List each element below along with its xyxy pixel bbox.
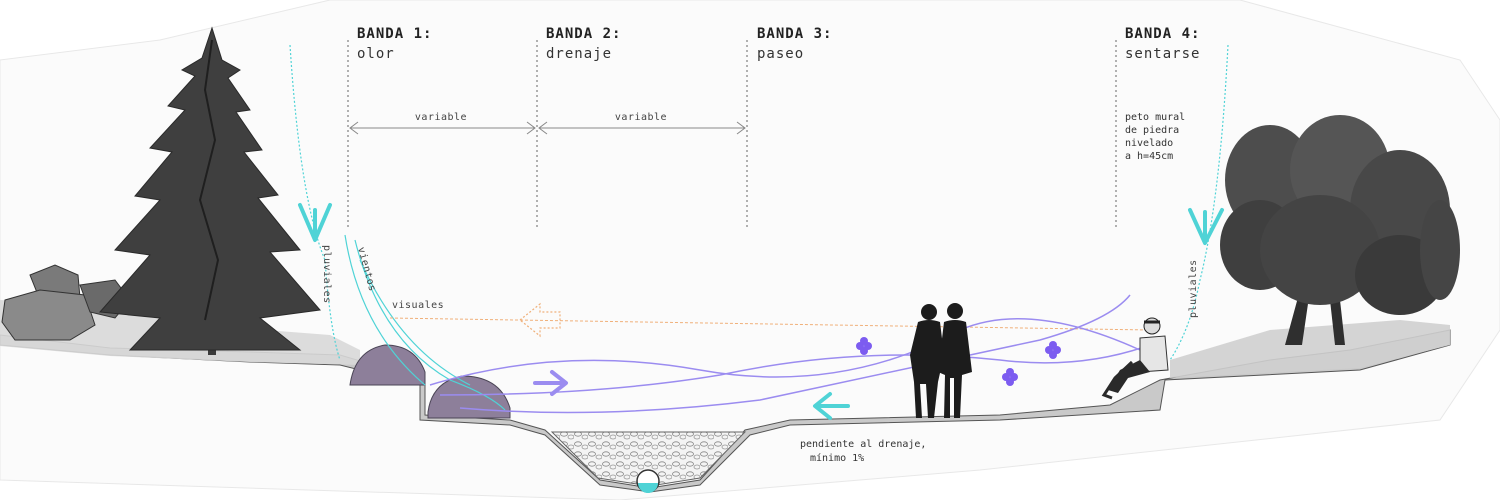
- broadleaf-tree-icon: [1220, 115, 1460, 345]
- wind-lines: [344, 234, 506, 411]
- band-4-heading: BANDA 4: sentarse: [1125, 26, 1200, 62]
- label-pluviales-left: pluviales: [321, 245, 332, 304]
- band-1-title: BANDA 1:: [357, 26, 432, 42]
- band-1-heading: BANDA 1: olor: [357, 26, 432, 62]
- band-1-subtitle: olor: [357, 46, 395, 62]
- svg-text:a h=45cm: a h=45cm: [1125, 151, 1173, 162]
- label-pluviales-right: pluviales: [1188, 259, 1199, 318]
- slope-note: pendiente al drenaje, mínimo 1%: [800, 439, 926, 464]
- lavender-shrub-icon: [349, 344, 511, 419]
- band-4-subtitle: sentarse: [1125, 46, 1200, 62]
- dimension-label-2: variable: [615, 112, 667, 123]
- svg-text:nivelado: nivelado: [1125, 138, 1173, 149]
- band-2-title: BANDA 2:: [546, 26, 621, 42]
- band-2-heading: BANDA 2: drenaje: [546, 26, 621, 62]
- walking-couple-icon: [910, 303, 972, 418]
- flower-icon: [856, 337, 1061, 386]
- seated-person-icon: [1101, 317, 1169, 400]
- dimension-line-1: [349, 121, 536, 135]
- retaining-wall-note: peto mural de piedra nivelado a h=45cm: [1125, 112, 1185, 162]
- rain-flow-left: [289, 44, 341, 361]
- band-3-heading: BANDA 3: paseo: [757, 26, 832, 62]
- svg-text:mínimo 1%: mínimo 1%: [810, 452, 864, 464]
- rain-flow-right: [1169, 44, 1229, 361]
- label-visuales: visuales: [392, 300, 444, 311]
- band-4-title: BANDA 4:: [1125, 26, 1200, 42]
- svg-text:pendiente al drenaje,: pendiente al drenaje,: [800, 439, 926, 450]
- svg-text:peto mural: peto mural: [1125, 112, 1185, 123]
- band-3-subtitle: paseo: [757, 46, 804, 62]
- gravel-drain: [550, 431, 747, 487]
- rocks-icon: [1, 264, 131, 341]
- visuals-line: [389, 302, 1151, 338]
- dimension-line-2: [538, 121, 746, 135]
- flow-arrow-purple: [533, 370, 568, 396]
- band-2-subtitle: drenaje: [546, 46, 612, 62]
- band-dividers: [347, 40, 1117, 230]
- circulation-lines: [429, 294, 1151, 414]
- pine-tree-icon: [98, 26, 321, 355]
- band-3-title: BANDA 3:: [757, 26, 832, 42]
- drain-pipe-icon: [636, 469, 660, 493]
- dimension-label-1: variable: [415, 112, 467, 123]
- svg-text:de piedra: de piedra: [1125, 125, 1179, 136]
- flow-arrow-cyan: [813, 392, 850, 420]
